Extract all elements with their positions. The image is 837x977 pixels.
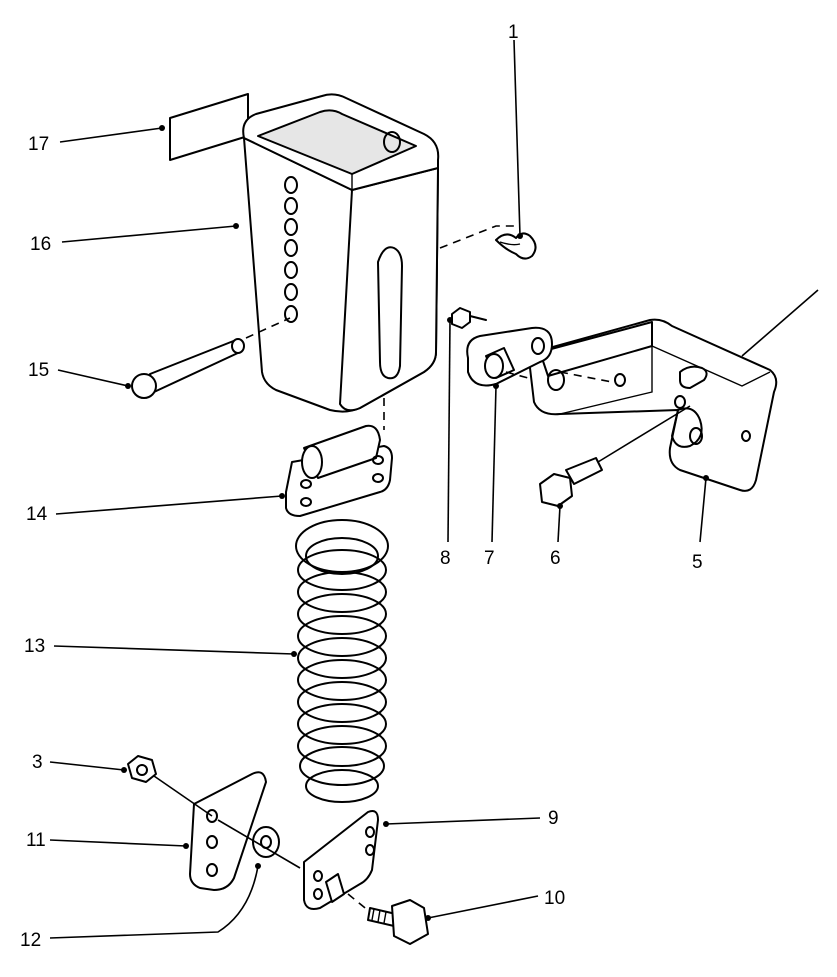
- callout-12: 12: [20, 930, 41, 951]
- callout-8: 8: [440, 548, 451, 569]
- part-16-square-tube: [242, 93, 440, 413]
- callout-labels: 17 16 15 14 13 3 11 12 9 10 1 8 7 6 5: [20, 22, 703, 951]
- assembly-line-bolt-lower: [347, 893, 371, 913]
- callout-9: 9: [548, 808, 559, 829]
- callout-3: 3: [32, 752, 43, 773]
- part-5-u-bracket: [528, 318, 778, 492]
- part-8-screw: [451, 307, 487, 329]
- assembly-line-nut: [153, 775, 213, 817]
- callout-5: 5: [692, 552, 703, 573]
- callout-15: 15: [28, 360, 49, 381]
- part-15-pin: [131, 338, 245, 399]
- callout-17: 17: [28, 134, 49, 155]
- assembly-line-bolt: [597, 405, 691, 463]
- callout-11: 11: [26, 830, 46, 851]
- part-7-plate: [466, 326, 553, 387]
- part-17-decal: [169, 93, 249, 161]
- callout-10: 10: [544, 888, 565, 909]
- part-3-nut: [127, 755, 157, 783]
- part-1-clip: [495, 232, 537, 260]
- callout-6: 6: [550, 548, 561, 569]
- callout-14: 14: [26, 504, 48, 525]
- leader-lines: [49, 39, 819, 939]
- assembly-line-clip: [439, 225, 520, 249]
- part-11-plate: [189, 771, 267, 891]
- callout-7: 7: [484, 548, 495, 569]
- assembly-line-bracket: [559, 371, 613, 383]
- part-13-spring: [295, 519, 389, 803]
- part-10-bolt: [367, 899, 429, 945]
- callout-1: 1: [508, 22, 519, 43]
- callout-16: 16: [30, 234, 51, 255]
- part-14-bracket: [285, 424, 393, 517]
- assembly-line-washer: [217, 819, 301, 869]
- part-6-bolt: [539, 457, 603, 507]
- callout-13: 13: [24, 636, 45, 657]
- assembly-line-plate: [505, 371, 529, 379]
- part-9-bracket: [303, 810, 379, 910]
